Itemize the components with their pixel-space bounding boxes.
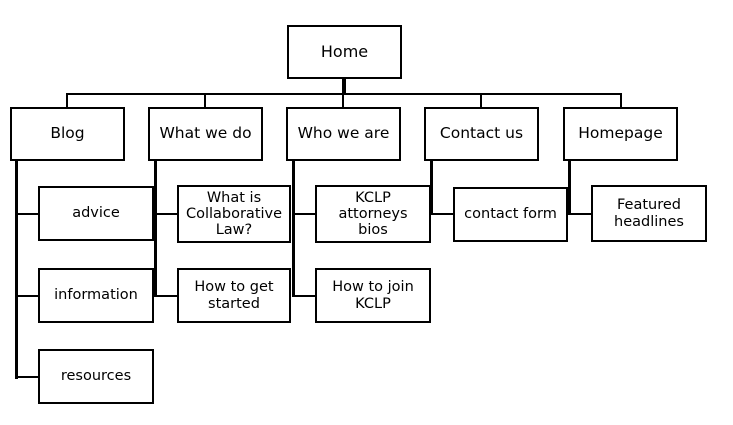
connector-spine-what-we-do: [154, 160, 157, 297]
connector-drop-blog: [66, 93, 68, 108]
connector-drop-contact-us: [480, 93, 482, 108]
node-contact-us[interactable]: Contact us: [424, 107, 539, 161]
connector-root-bus: [66, 93, 622, 95]
node-how-to-join-kclp[interactable]: How to join KCLP: [315, 268, 431, 323]
connector-spine-homepage: [568, 160, 571, 215]
connector-elbow-advice: [15, 213, 40, 215]
connector-spine-who-we-are: [292, 160, 295, 297]
connector-spine-contact-us: [430, 160, 433, 215]
connector-elbow-contact-form: [430, 213, 455, 215]
connector-drop-homepage: [620, 93, 622, 108]
connector-elbow-information: [15, 295, 40, 297]
node-advice[interactable]: advice: [38, 186, 154, 241]
node-what-we-do[interactable]: What we do: [148, 107, 263, 161]
node-contact-form[interactable]: contact form: [453, 187, 568, 242]
connector-elbow-how-to-join-kclp: [292, 295, 317, 297]
node-resources[interactable]: resources: [38, 349, 154, 404]
connector-root-stem: [342, 78, 346, 95]
node-homepage[interactable]: Homepage: [563, 107, 678, 161]
connector-elbow-kclp-attorneys-bios: [292, 213, 317, 215]
node-home[interactable]: Home: [287, 25, 402, 79]
connector-elbow-what-is-collaborative-law: [154, 213, 179, 215]
connector-elbow-resources: [15, 376, 40, 378]
node-what-is-collaborative-law[interactable]: What is Collaborative Law?: [177, 185, 291, 243]
node-information[interactable]: information: [38, 268, 154, 323]
node-featured-headlines[interactable]: Featured headlines: [591, 185, 707, 242]
node-who-we-are[interactable]: Who we are: [286, 107, 401, 161]
node-kclp-attorneys-bios[interactable]: KCLP attorneys bios: [315, 185, 431, 243]
connector-elbow-featured-headlines: [568, 213, 593, 215]
connector-drop-what-we-do: [204, 93, 206, 108]
connector-elbow-how-to-get-started: [154, 295, 179, 297]
node-how-to-get-started[interactable]: How to get started: [177, 268, 291, 323]
node-blog[interactable]: Blog: [10, 107, 125, 161]
connector-drop-who-we-are: [342, 93, 344, 108]
connector-spine-blog: [15, 160, 18, 379]
